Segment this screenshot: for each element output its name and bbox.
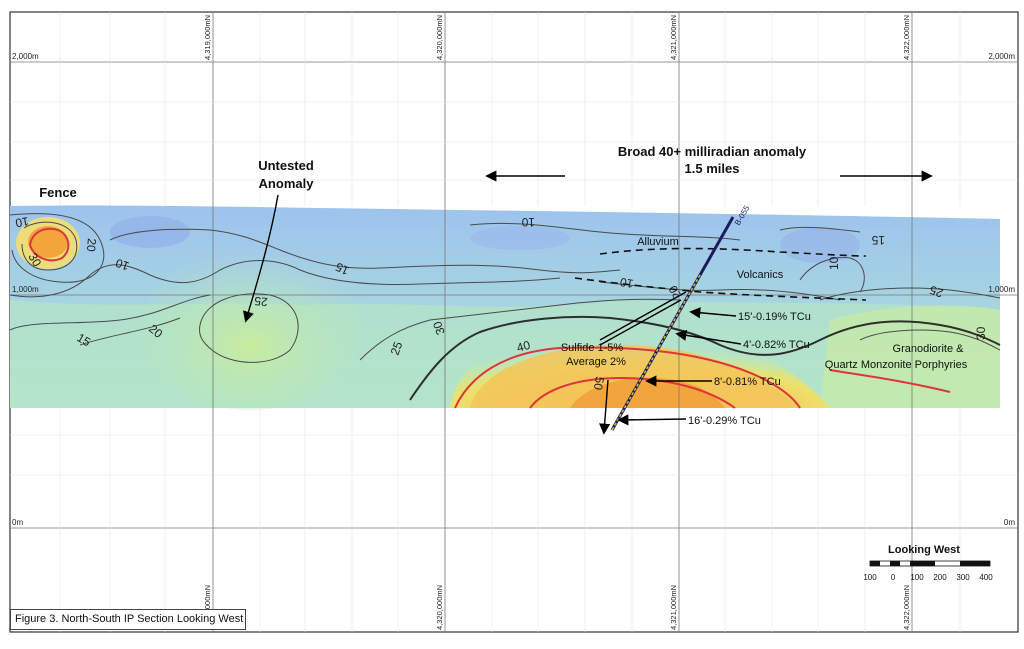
contour-label: 25 bbox=[253, 294, 268, 309]
northing-bottom-4320000: 4,320,000mN bbox=[435, 585, 444, 630]
northing-top-4319000: 4,319,000mN bbox=[203, 15, 212, 60]
contour-label: 20 bbox=[84, 238, 99, 253]
granodiorite-label-line1: Granodiorite & bbox=[893, 343, 965, 355]
contour-label: 15 bbox=[75, 330, 94, 349]
scale-tick: 0 bbox=[891, 573, 896, 582]
alluvium-label: Alluvium bbox=[637, 236, 679, 248]
geology-boundaries bbox=[574, 247, 867, 301]
northing-bottom-4319000: 4,319,000mN bbox=[203, 585, 212, 630]
northing-labels: 4,319,000mN 4,320,000mN 4,321,000mN 4,32… bbox=[203, 15, 911, 630]
granodiorite-label-line2: Quartz Monzonite Porphyries bbox=[825, 359, 968, 371]
intercept-labels: 15'-0.19% TCu 4'-0.82% TCu 8'-0.81% TCu … bbox=[688, 311, 811, 427]
broad-anomaly-extent: 1.5 miles bbox=[685, 161, 740, 176]
northing-bottom-4322000: 4,322,000mN bbox=[902, 585, 911, 630]
northing-bottom-4321000: 4,321,000mN bbox=[669, 585, 678, 630]
intercept-label: 15'-0.19% TCu bbox=[738, 311, 811, 323]
intercept-label: 4'-0.82% TCu bbox=[743, 339, 810, 351]
elev-label-0-right: 0m bbox=[1004, 518, 1015, 527]
elev-label-1000-left: 1,000m bbox=[12, 285, 39, 294]
broad-anomaly-label: Broad 40+ milliradian anomaly bbox=[618, 144, 807, 159]
contour-label: 15 bbox=[333, 260, 351, 278]
intercept-label: 16'-0.29% TCu bbox=[688, 415, 761, 427]
elev-label-2000-left: 2,000m bbox=[12, 52, 39, 61]
volcanics-label: Volcanics bbox=[737, 269, 784, 281]
elevation-labels: 2,000m 2,000m 1,000m 1,000m 0m 0m bbox=[12, 52, 1015, 527]
scale-tick: 100 bbox=[910, 573, 924, 582]
elev-label-2000-right: 2,000m bbox=[988, 52, 1015, 61]
contour-label: 10 bbox=[14, 214, 30, 230]
contour-label: 40 bbox=[515, 338, 532, 355]
untested-anomaly-zone bbox=[140, 250, 360, 410]
scale-tick: 100 bbox=[863, 573, 877, 582]
annotations: Fence Untested Anomaly Broad 40+ millira… bbox=[39, 144, 968, 371]
ip-section bbox=[10, 205, 1000, 410]
northing-top-4322000: 4,322,000mN bbox=[902, 15, 911, 60]
right-green-zone bbox=[820, 305, 1000, 408]
contour-label: 10 bbox=[521, 215, 535, 229]
elev-label-1000-right: 1,000m bbox=[988, 285, 1015, 294]
intercept-label: 8'-0.81% TCu bbox=[714, 376, 781, 388]
elev-label-0-left: 0m bbox=[12, 518, 23, 527]
contour-label: 25 bbox=[927, 283, 945, 301]
scale-tick: 300 bbox=[956, 573, 970, 582]
contour-label: 25 bbox=[388, 339, 406, 357]
arrows bbox=[243, 170, 933, 435]
fence-label: Fence bbox=[39, 185, 77, 200]
contour-label: 30 bbox=[430, 319, 448, 337]
northing-top-4321000: 4,321,000mN bbox=[669, 15, 678, 60]
figure-caption: Figure 3. North-South IP Section Looking… bbox=[10, 609, 246, 630]
scale-tick: 200 bbox=[933, 573, 947, 582]
scale-bar-title: Looking West bbox=[888, 544, 960, 556]
untested-label-line2: Anomaly bbox=[259, 176, 315, 191]
contour-label: 10 bbox=[827, 256, 841, 270]
contour-label: 20 bbox=[666, 283, 685, 302]
scale-bar: Looking West 100 0 100 200 300 400 bbox=[863, 544, 993, 582]
contour-label: 10 bbox=[619, 275, 635, 291]
contour-label: 30 bbox=[25, 251, 44, 270]
contour-label: 10 bbox=[113, 256, 131, 274]
untested-label-line1: Untested bbox=[258, 158, 314, 173]
grid bbox=[10, 12, 1018, 632]
northing-top-4320000: 4,320,000mN bbox=[435, 15, 444, 60]
sulfide-label-line1: Sulfide 1-5% bbox=[561, 342, 624, 354]
fence-anomaly-inner bbox=[28, 226, 68, 258]
scale-tick: 400 bbox=[979, 573, 993, 582]
contour-label: 50 bbox=[591, 375, 607, 391]
contour-label: 30 bbox=[974, 326, 988, 340]
contour-label: 15 bbox=[871, 233, 885, 247]
drillhole-b055 bbox=[610, 216, 735, 431]
sulfide-label-line2: Average 2% bbox=[566, 356, 626, 368]
anomaly-40-zone bbox=[470, 345, 800, 408]
contours bbox=[9, 213, 1001, 401]
contour-labels: 10 20 30 10 15 25 15 20 25 30 40 50 10 1… bbox=[14, 214, 988, 391]
anomaly-contours bbox=[29, 227, 951, 409]
